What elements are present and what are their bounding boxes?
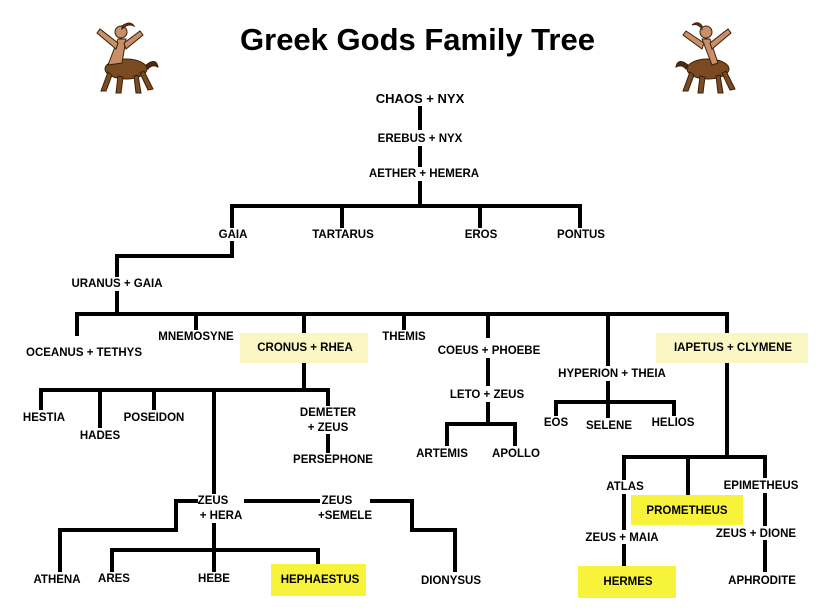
node-hebe: HEBE <box>198 573 230 585</box>
node-mnemosyne: MNEMOSYNE <box>158 331 234 343</box>
node-themis: THEMIS <box>382 331 426 343</box>
node-coeus-phoebe: COEUS + PHOEBE <box>437 345 541 357</box>
node-zeus-hera: ZEUS <box>197 495 229 507</box>
centaur-image-right <box>675 22 736 94</box>
highlight-iapetus-clymene <box>656 333 808 363</box>
node-atlas: ATLAS <box>606 481 644 493</box>
node-artemis: ARTEMIS <box>416 448 468 460</box>
node-eos: EOS <box>543 417 569 429</box>
node-hermes: HERMES <box>603 576 653 588</box>
node-demeter-zeus: + ZEUS <box>307 422 349 434</box>
node-eros: EROS <box>464 229 498 241</box>
node-uranus-gaia: URANUS + GAIA <box>71 278 163 290</box>
node-dionysus: DIONYSUS <box>420 575 482 587</box>
page-title: Greek Gods Family Tree <box>240 22 595 57</box>
node-tartarus: TARTARUS <box>312 229 374 241</box>
highlight-cronus-rhea <box>240 333 368 363</box>
node-zeus-maia: ZEUS + MAIA <box>585 532 659 544</box>
node-hephaestus: HEPHAESTUS <box>280 574 360 586</box>
node-iapetus-clymene: IAPETUS + CLYMENE <box>673 342 793 354</box>
node-helios: HELIOS <box>651 417 695 429</box>
node-zeus-semele-plus: +SEMELE <box>317 510 373 522</box>
node-zeus-dione: ZEUS + DIONE <box>715 528 797 540</box>
node-hestia: HESTIA <box>22 412 66 424</box>
centaur-image-left <box>96 22 159 94</box>
node-prometheus: PROMETHEUS <box>646 505 728 517</box>
node-cronus-rhea: CRONUS + RHEA <box>257 342 353 354</box>
node-selene: SELENE <box>585 420 633 432</box>
node-hades: HADES <box>79 430 121 442</box>
node-oceanus-tethys: OCEANUS + TETHYS <box>26 347 142 359</box>
node-pontus: PONTUS <box>557 229 605 241</box>
highlight-hermes <box>578 566 676 598</box>
node-ares: ARES <box>98 573 130 585</box>
node-erebus-nyx: EREBUS + NYX <box>377 133 463 145</box>
node-chaos-nyx: CHAOS + NYX <box>375 91 465 106</box>
node-athena: ATHENA <box>33 574 81 586</box>
node-gaia: GAIA <box>218 229 248 241</box>
node-zeus-semele: ZEUS <box>321 495 353 507</box>
node-apollo: APOLLO <box>492 448 540 460</box>
node-zeus-hera-plus: + HERA <box>199 510 243 522</box>
highlight-hephaestus <box>271 564 366 596</box>
node-poseidon: POSEIDON <box>123 412 185 424</box>
node-epimetheus: EPIMETHEUS <box>723 480 799 492</box>
node-hyperion-theia: HYPERION + THEIA <box>558 368 666 380</box>
node-aether-hemera: AETHER + HEMERA <box>368 168 480 180</box>
node-leto-zeus: LETO + ZEUS <box>449 389 525 401</box>
node-aphrodite: APHRODITE <box>728 575 796 587</box>
node-demeter: DEMETER <box>299 407 357 419</box>
highlight-prometheus <box>631 495 743 525</box>
node-persephone: PERSEPHONE <box>293 454 373 466</box>
